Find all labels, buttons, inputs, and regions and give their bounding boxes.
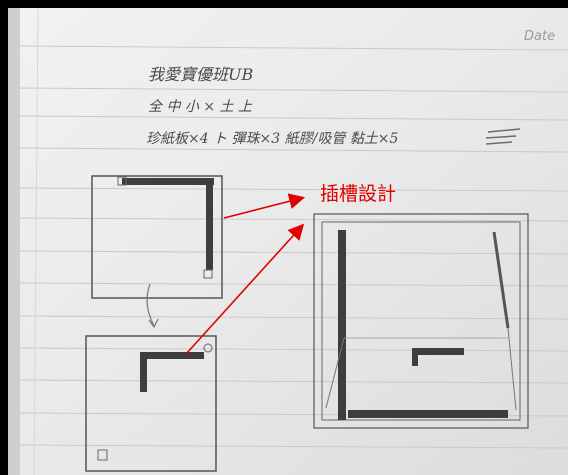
note-line-1: 我愛寶優班UB [148, 65, 253, 84]
date-label: Date [524, 29, 555, 44]
sketch-box-top [91, 175, 223, 299]
ruled-lines [17, 45, 568, 449]
annotation-arrow-bottom [185, 223, 305, 355]
sketch-box-large [313, 213, 529, 429]
annotation-arrow-top [223, 193, 306, 219]
sketch-transition-arrow [146, 283, 155, 327]
note-line-2: 全 中 小 × 土 上 [148, 99, 253, 115]
margin-line [33, 8, 39, 475]
page-edge [8, 8, 20, 475]
notebook-photo: Date 我愛寶優班UB 全 中 小 × 土 上 珍紙板×4 ト 彈珠×3 紙膠… [8, 8, 568, 475]
note-line-3: 珍紙板×4 ト 彈珠×3 紙膠/吸管 黏土×5 [146, 131, 399, 147]
annotation-slot-design: 插槽設計 [320, 183, 396, 205]
notebook-sketch: Date 我愛寶優班UB 全 中 小 × 土 上 珍紙板×4 ト 彈珠×3 紙膠… [8, 8, 568, 475]
sketch-box-bottom [85, 335, 217, 472]
note-scribble [485, 128, 521, 145]
